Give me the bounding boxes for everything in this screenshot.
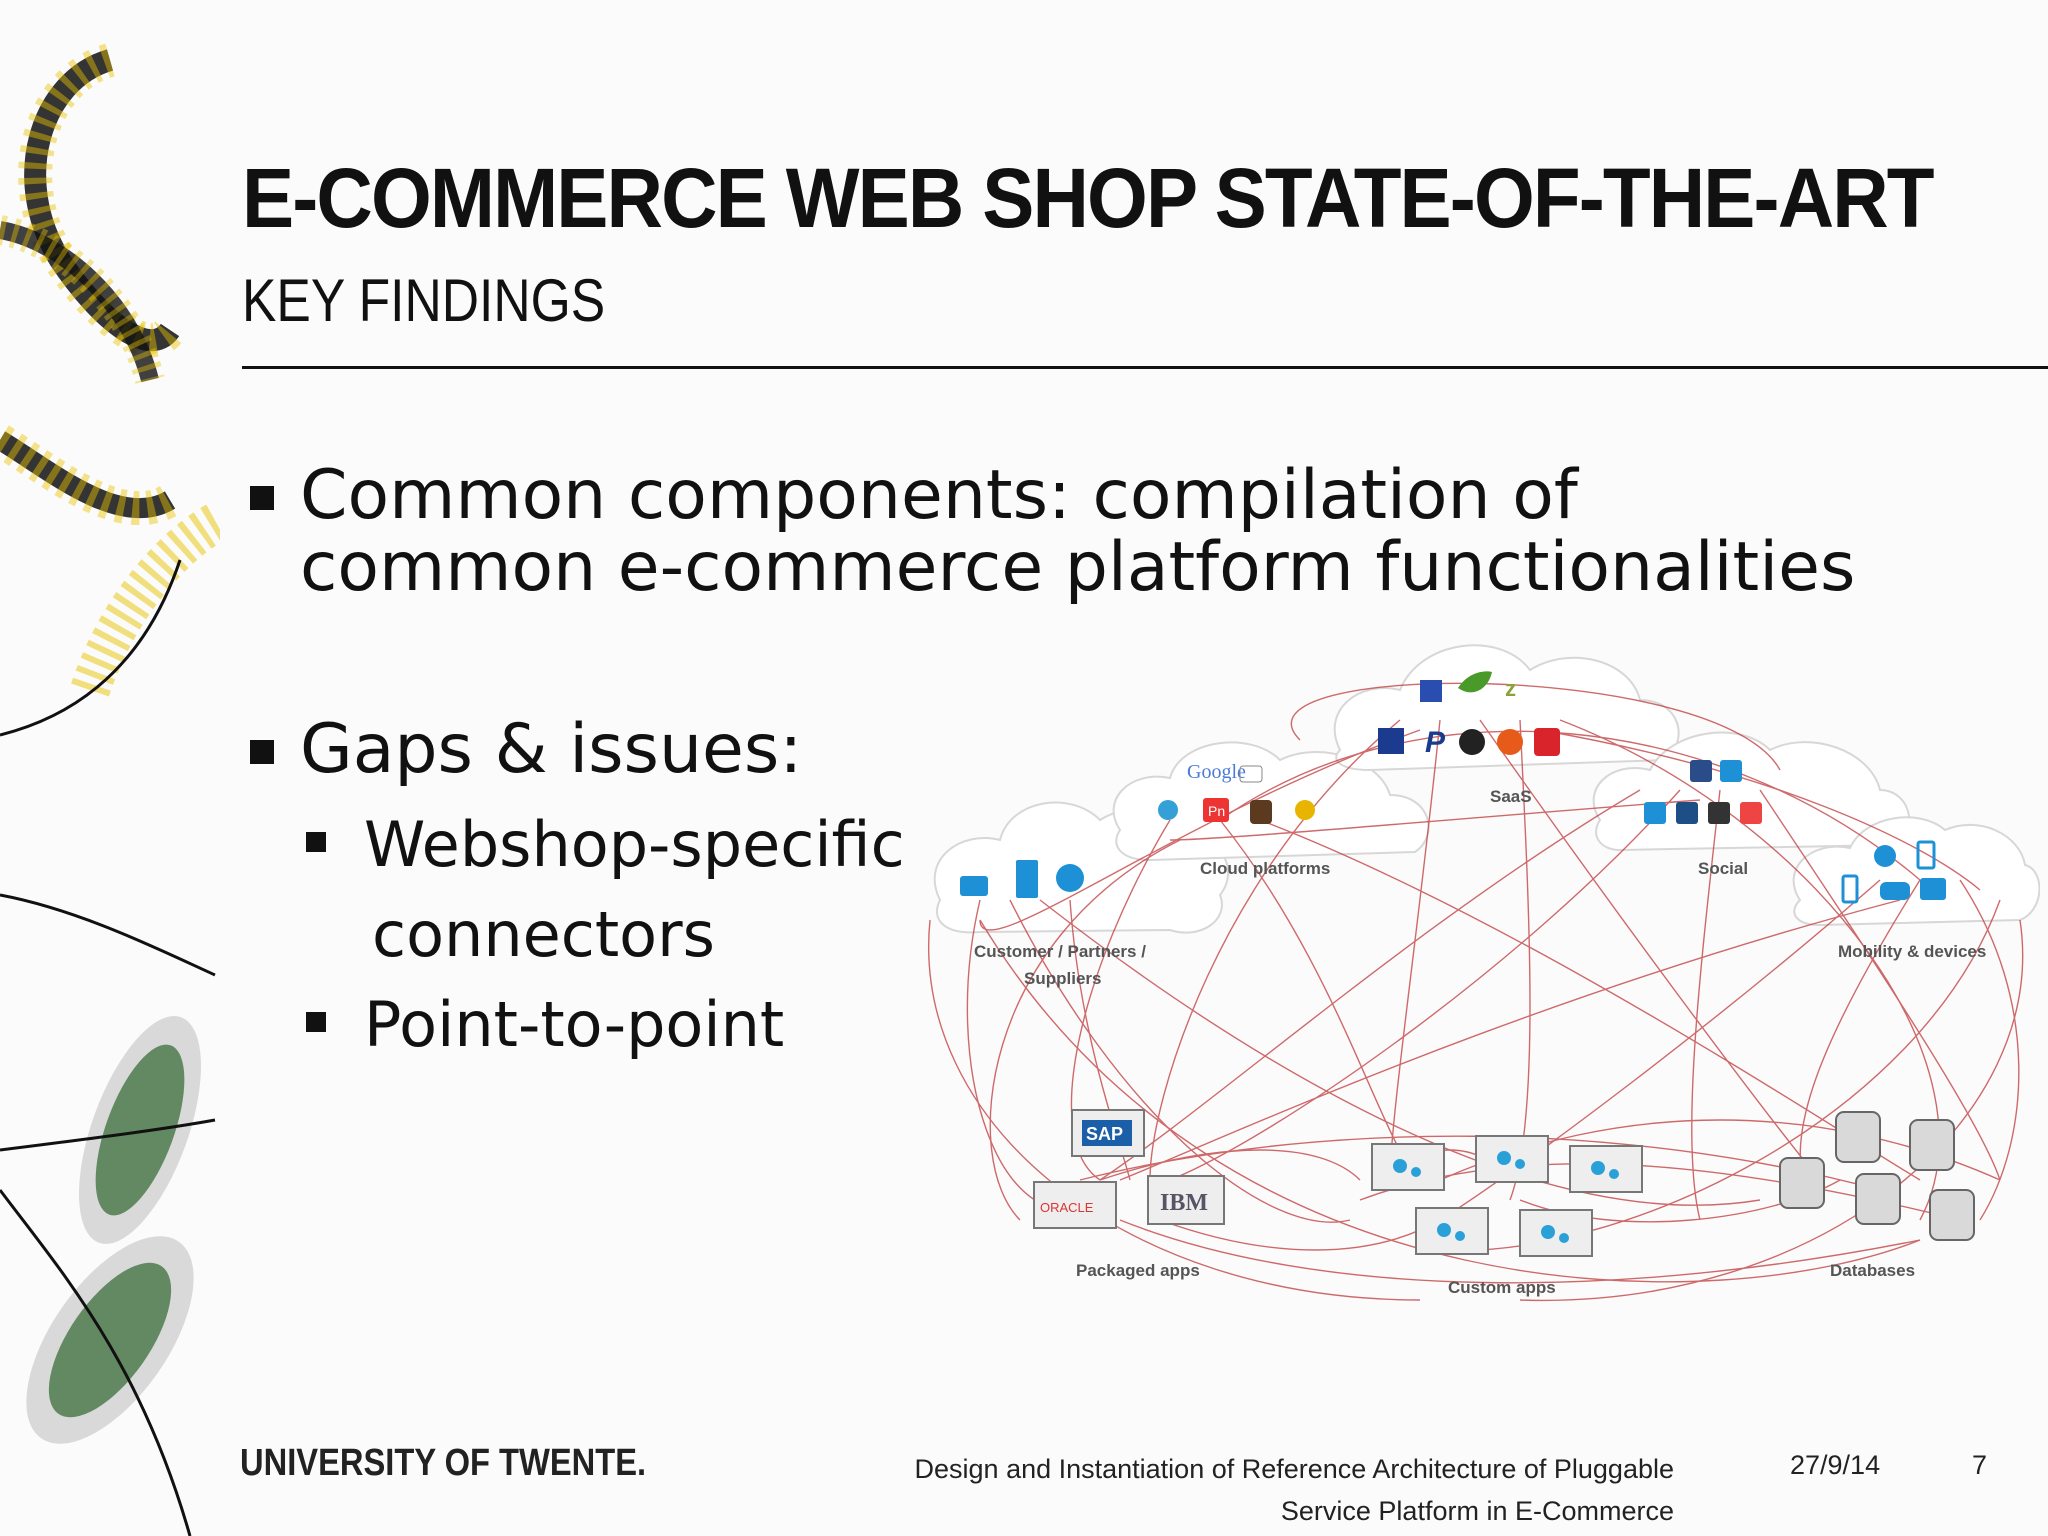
truck-icon [960,876,988,896]
sap-logo-text: SAP [1086,1124,1123,1144]
sub-bullet-text-line1: Webshop-specific [364,808,905,881]
facebook-icon [1690,760,1712,782]
google-plus-icon [1708,802,1730,824]
custom-app-box [1519,1209,1593,1257]
google-logo: Google [1187,761,1246,783]
medical-icon [1920,878,1946,900]
gear-icon [1455,1231,1465,1241]
gear-icon [1559,1233,1569,1243]
gear-icon [1609,1169,1619,1179]
label-databases: Databases [1830,1261,1915,1280]
phone-icon [1841,874,1859,904]
gears-icon [1295,800,1315,820]
tablet-icon [1916,840,1936,870]
z-logo-icon: z [1505,676,1516,701]
s-logo-icon [1534,728,1560,756]
bullet-marker [250,486,274,510]
people-icon [1056,864,1084,892]
chatter-icon [1740,802,1762,824]
label-custom-apps: Custom apps [1448,1278,1556,1297]
slide-subtitle: KEY FINDINGS [242,267,606,334]
pn-logo [1203,798,1229,822]
car-icon [1880,882,1910,900]
gear-icon [1515,1159,1525,1169]
pn-logo-text: Pn [1208,803,1225,819]
title-divider [242,366,2048,369]
label-cloud-platforms: Cloud platforms [1200,859,1330,878]
leaf-icon [1458,671,1492,693]
speedometer-icon [1874,845,1896,867]
footer-title-line2: Service Platform in E-Commerce [1280,1496,1674,1526]
label-mobility: Mobility & devices [1838,942,1986,961]
twitter-icon [1644,802,1666,824]
custom-apps [1371,1135,1643,1257]
building-icon [1016,860,1038,898]
n-logo-icon [1378,728,1404,754]
sub-bullet-text: Point-to-point [364,988,785,1061]
app-engine-icon [1239,765,1263,783]
custom-app-box [1371,1143,1445,1191]
packaged-apps: SAP ORACLE IBM [1033,1109,1225,1229]
database-icon [1909,1119,1955,1171]
gear-icon [1497,1151,1511,1165]
databases [1779,1111,1975,1241]
label-customers: Customer / Partners / [974,942,1146,961]
q-logo-icon [1459,729,1485,755]
magento-icon [1497,729,1523,755]
gear-icon [1437,1223,1451,1237]
bullet-text-line2: common e-commerce platform functionaliti… [300,528,1856,607]
label-packaged-apps: Packaged apps [1076,1261,1200,1280]
linkedin-icon [1676,802,1698,824]
gear-icon [1591,1161,1605,1175]
label-saas: SaaS [1490,787,1532,806]
bullet-text-line1: Common components: compilation of [300,456,1578,535]
gear-icon [1411,1167,1421,1177]
custom-app-box [1475,1135,1549,1183]
gear-icon [1393,1159,1407,1173]
paypal-icon: P [1425,726,1446,759]
yammer-icon [1720,760,1742,782]
sap-logo [1082,1120,1132,1146]
integration-diagram: Google Pn z P [928,644,2040,1302]
footer-title-line1: Design and Instantiation of Reference Ar… [914,1454,1674,1484]
university-logo: UNIVERSITY OF TWENTE. [240,1442,647,1484]
label-social: Social [1698,859,1748,878]
custom-app-box [1415,1207,1489,1255]
azure-icon [1158,800,1178,820]
mongodb-icon [1250,800,1272,824]
sub-bullet-marker [306,832,326,852]
database-icon [1855,1173,1901,1225]
ibm-box [1147,1175,1225,1225]
sub-bullet-marker [306,1012,326,1032]
database-icon [1779,1157,1825,1209]
bullet-marker [250,740,274,764]
gear-icons [1393,1151,1619,1243]
decorative-artwork [0,43,220,1536]
slide-title: E-COMMERCE WEB SHOP STATE-OF-THE-ART [242,151,1935,245]
footer-presentation-title: Design and Instantiation of Reference Ar… [774,1448,1674,1532]
database-icon [1835,1111,1881,1163]
gear-icon [1541,1225,1555,1239]
oracle-box [1033,1181,1117,1229]
oracle-logo: ORACLE [1040,1200,1094,1215]
sub-bullet-text-line2: connectors [372,898,715,971]
label-suppliers: Suppliers [1024,969,1101,988]
bullet-text: Gaps & issues: [300,710,803,789]
cloud-icons: Google Pn z P [960,671,1946,904]
custom-app-box [1569,1145,1643,1193]
page-number: 7 [1972,1450,1988,1480]
ibm-logo: IBM [1160,1190,1208,1216]
database-icon [1929,1189,1975,1241]
cube-icon [1420,680,1442,702]
footer-date: 27/9/14 [1790,1450,1881,1480]
